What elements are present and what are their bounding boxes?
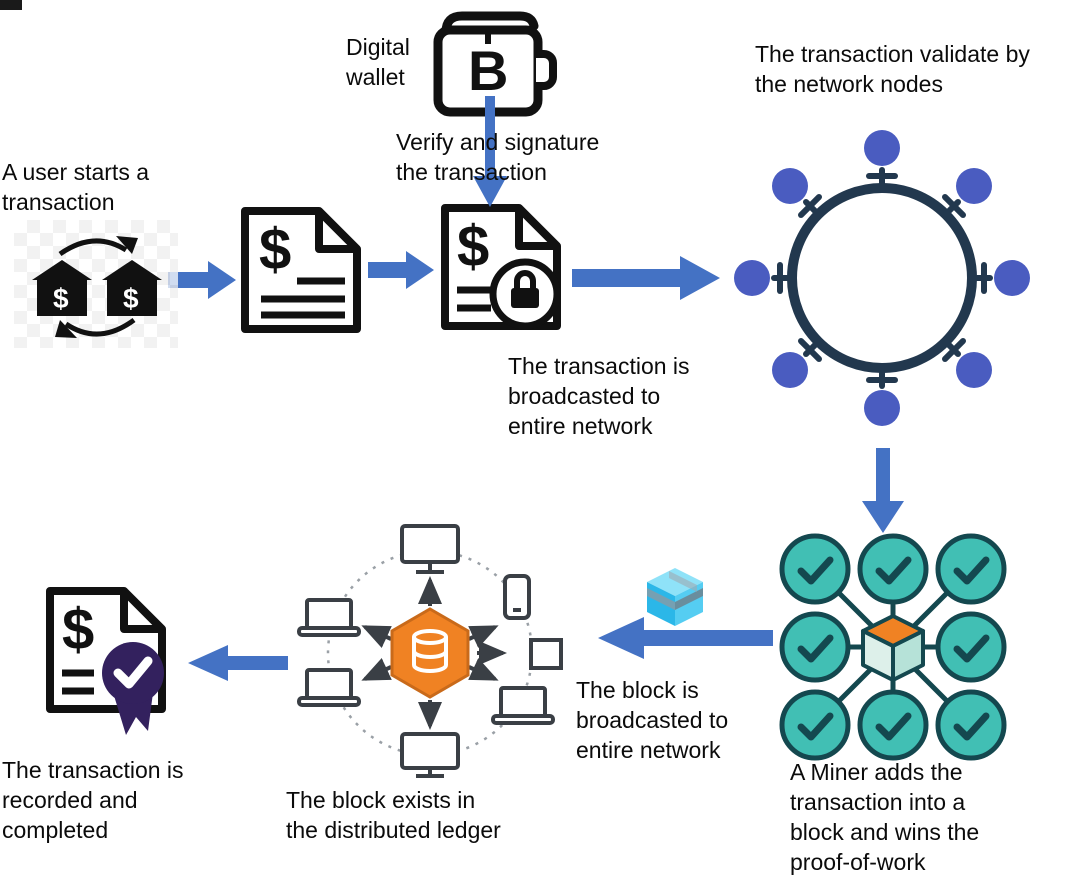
label-broadcast-network: The transaction is broadcasted to entire… bbox=[508, 353, 690, 439]
flow-arrow-network-to-miner bbox=[860, 448, 906, 534]
label-block-broadcast: The block is broadcasted to entire netwo… bbox=[576, 677, 729, 763]
flow-arrow-wallet-to-signed bbox=[472, 96, 508, 208]
label-digital-wallet: Digital wallet bbox=[346, 34, 410, 90]
flow-arrow-doc-to-signed bbox=[368, 248, 434, 292]
flow-arrow-miner-to-ledger bbox=[598, 614, 773, 662]
network-nodes-icon bbox=[722, 118, 1042, 438]
flow-arrow-user-to-doc bbox=[168, 258, 236, 302]
label-verify-signature: Verify and signature the transaction bbox=[396, 129, 600, 185]
label-distributed-ledger: The block exists in the distributed ledg… bbox=[286, 787, 501, 843]
label-validate-nodes: The transaction validate by the network … bbox=[755, 41, 1030, 97]
label-recorded-completed: The transaction is recorded and complete… bbox=[2, 757, 184, 843]
flow-arrow-ledger-to-completed bbox=[188, 642, 288, 684]
completed-document-icon: $ bbox=[38, 585, 183, 745]
dollar-glyph: $ bbox=[62, 597, 94, 662]
bitcoin-glyph: B bbox=[468, 39, 508, 102]
miner-block-icon bbox=[778, 532, 1008, 762]
label-miner: A Miner adds the transaction into a bloc… bbox=[790, 759, 980, 875]
dollar-glyph: $ bbox=[123, 283, 139, 314]
signed-document-icon: $ bbox=[433, 202, 568, 334]
user-transaction-icon: $ $ bbox=[22, 228, 172, 348]
dollar-glyph: $ bbox=[259, 217, 291, 282]
digital-wallet-icon: B bbox=[428, 8, 558, 120]
block-cube-icon bbox=[645, 566, 705, 628]
label-user-starts: A user starts a transaction bbox=[2, 159, 150, 215]
dollar-glyph: $ bbox=[53, 283, 69, 314]
flow-arrow-signed-to-network bbox=[572, 252, 720, 304]
distributed-ledger-icon bbox=[295, 518, 565, 788]
dollar-glyph: $ bbox=[457, 214, 489, 279]
screen-edge-artifact bbox=[0, 0, 22, 10]
transaction-document-icon: $ bbox=[233, 205, 368, 335]
